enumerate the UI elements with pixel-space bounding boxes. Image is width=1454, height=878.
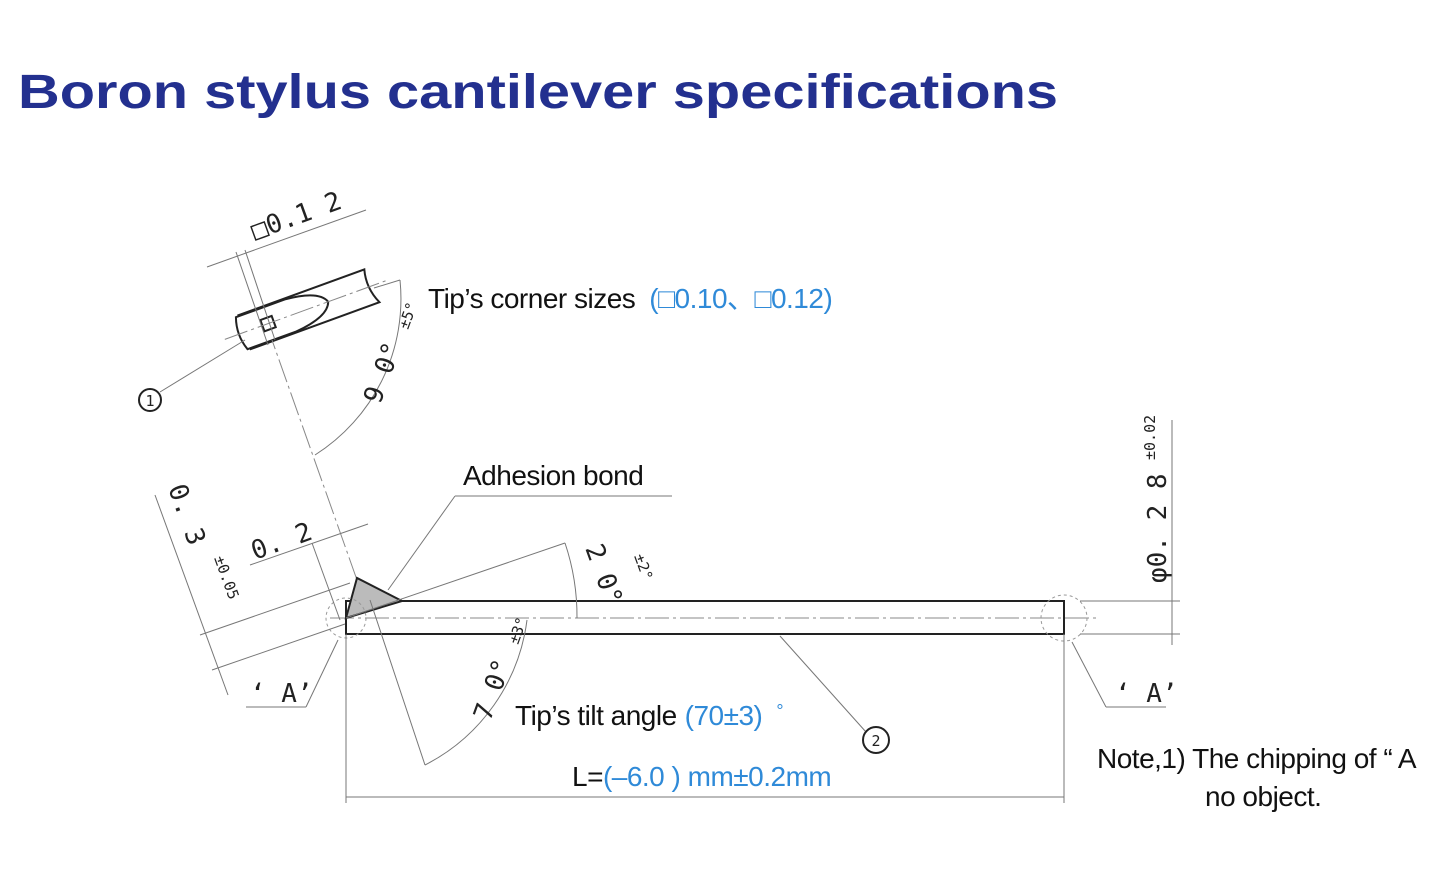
tip-square-dimension: □0.1 2 <box>247 186 346 246</box>
note-line-2: no object. <box>1205 781 1321 812</box>
degree-symbol: ° <box>776 701 783 721</box>
tip-tilt-angle-label: Tip’s tilt angle(70±3)° <box>515 700 783 731</box>
tip-corner-sizes-value: (□0.10、□0.12) <box>649 283 832 314</box>
angle-90-tolerance: ±5° <box>395 300 421 332</box>
detail-a-left: ‘ A’ <box>250 679 313 709</box>
cantilever-body <box>325 542 1100 642</box>
length-value: (–6.0 ) mm±0.2mm <box>603 761 831 792</box>
angle-20-tolerance: ±2° <box>630 551 656 583</box>
diamond-tip <box>344 576 405 620</box>
note-line-1: Note,1) The chipping of “ A <box>1097 743 1417 774</box>
callout-2-label: 2 <box>871 732 880 750</box>
tilt-angle-value: (70±3) <box>685 700 763 731</box>
diameter-dimension: φ0. 2 8 <box>1143 473 1173 583</box>
angle-70-dimension: 7 0° <box>468 655 518 724</box>
angle-70-tolerance: ±3° <box>505 615 531 647</box>
detail-a-right: ‘ A’ <box>1115 679 1178 709</box>
tip-width-dimension: 0. 2 <box>247 517 316 567</box>
callout-1-icon <box>138 388 162 412</box>
page-title: Boron stylus cantilever specifications <box>18 66 1058 119</box>
diameter-tolerance: ±0.02 <box>1141 415 1159 460</box>
callout-2-icon <box>862 726 890 754</box>
tip-detail-view: □0.1 2 9 0° ±5° 1 <box>138 186 421 456</box>
length-label: L=(–6.0 ) mm±0.2mm <box>572 761 831 792</box>
angle-90-dimension: 9 0° <box>358 338 408 407</box>
tip-corner-sizes-label: Tip’s corner sizes(□0.10、□0.12) <box>428 283 832 314</box>
adhesion-bond-label: Adhesion bond <box>463 460 643 491</box>
callout-1-label: 1 <box>145 392 154 410</box>
tip-height-dimension: 0. 3 <box>161 480 211 549</box>
angle-20-dimension: 2 0° <box>578 540 628 609</box>
tip-height-tolerance: ±0.05 <box>210 553 242 602</box>
